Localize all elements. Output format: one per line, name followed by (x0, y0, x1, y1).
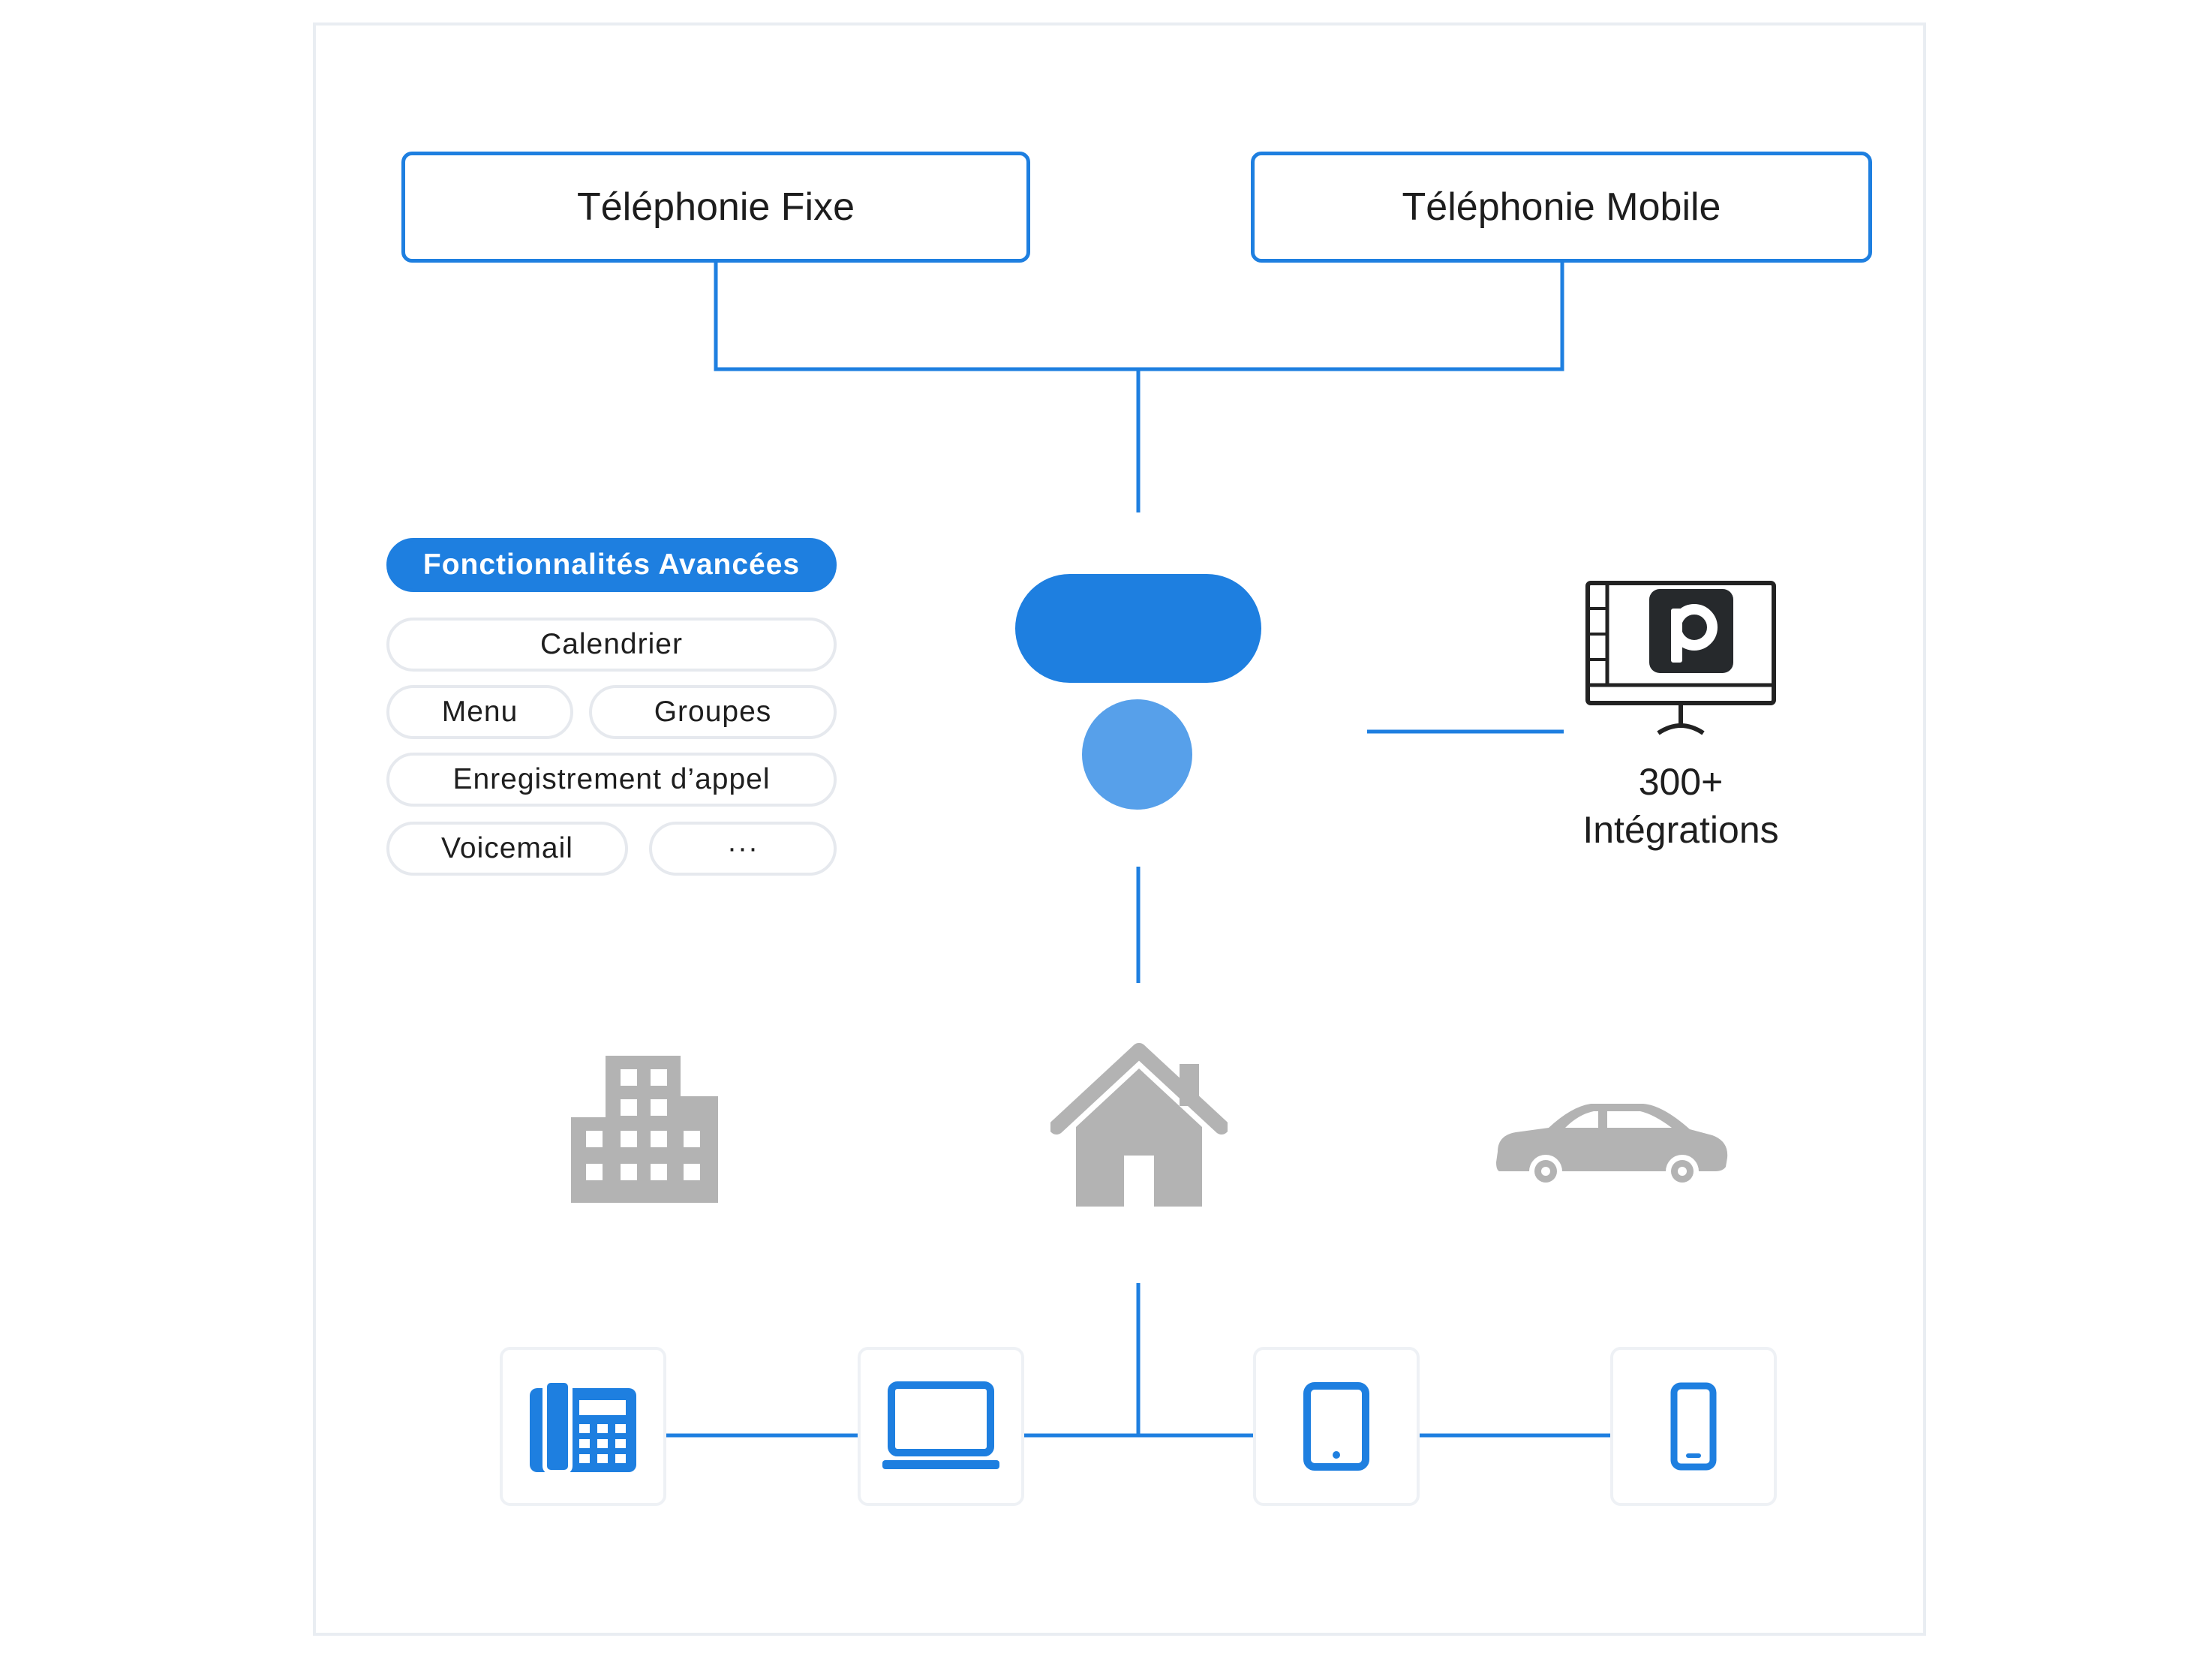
integrations-label: Intégrations (1582, 809, 1779, 851)
connector-top (714, 263, 1564, 512)
feature-more: ··· (649, 822, 837, 876)
desk-phone-icon (530, 1378, 636, 1474)
telephonie-fixe-box: Téléphonie Fixe (401, 152, 1030, 263)
device-smartphone (1610, 1347, 1777, 1506)
laptop-icon (882, 1381, 999, 1469)
features-header: Fonctionnalités Avancées (386, 538, 837, 592)
car-icon (1496, 1104, 1728, 1188)
feature-voicemail: Voicemail (386, 822, 628, 876)
feature-calendrier: Calendrier (386, 618, 837, 672)
feature-menu: Menu (386, 685, 573, 739)
tablet-icon (1303, 1382, 1369, 1471)
smartphone-icon (1670, 1382, 1717, 1471)
office-building-icon (571, 1056, 718, 1203)
device-desk-phone (500, 1347, 666, 1506)
integrations-count: 300+ (1638, 761, 1724, 803)
brand-logo-dot (1082, 699, 1192, 810)
diagram-frame (313, 23, 1926, 1636)
feature-enregistrement: Enregistrement d’appel (386, 753, 837, 807)
home-icon (1050, 1043, 1228, 1207)
telephonie-mobile-box: Téléphonie Mobile (1251, 152, 1872, 263)
feature-groupes: Groupes (589, 685, 837, 739)
device-laptop (858, 1347, 1024, 1506)
connector-devices (666, 1283, 1610, 1438)
brand-logo-pill (1015, 574, 1261, 683)
pipedrive-monitor-icon (1585, 581, 1776, 735)
device-tablet (1253, 1347, 1420, 1506)
